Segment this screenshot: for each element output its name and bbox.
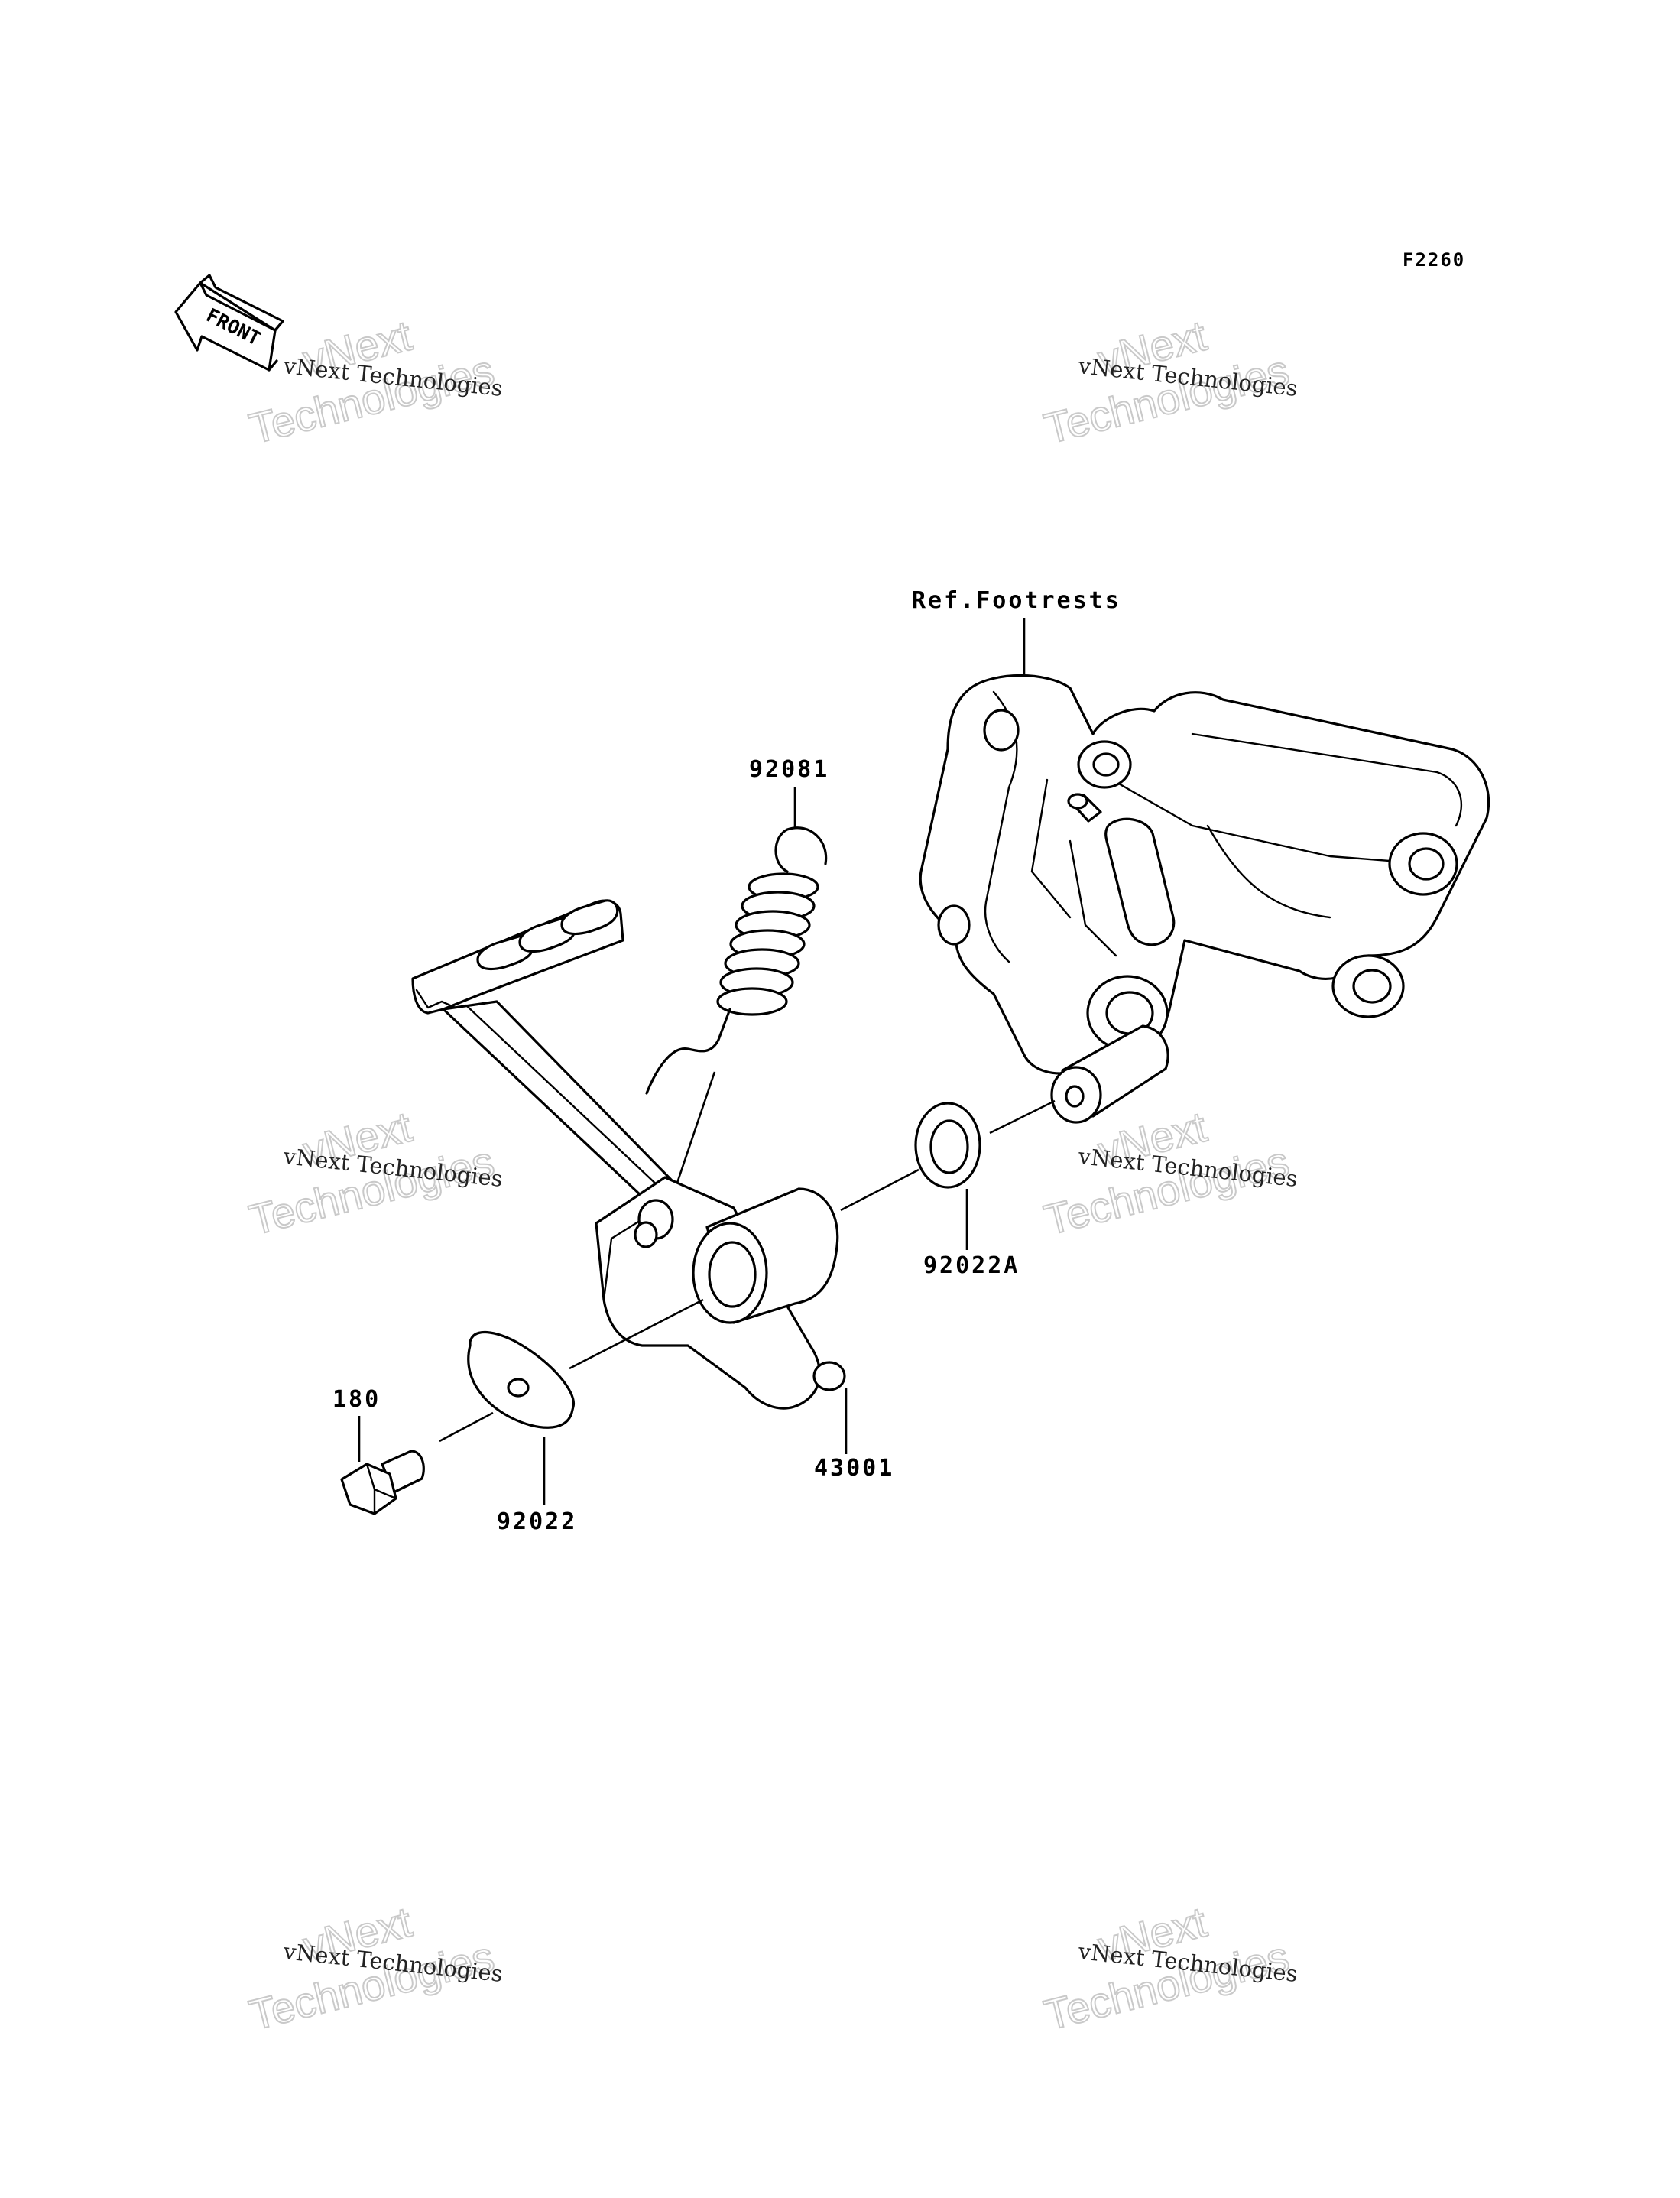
callout-washer-a: 92022A <box>923 1252 1020 1279</box>
brake-pedal <box>411 899 846 1410</box>
bolt <box>340 1450 425 1515</box>
leader-spring-lower <box>671 1071 716 1197</box>
assembly-line-upper <box>840 1168 919 1212</box>
callout-bolt: 180 <box>332 1386 381 1413</box>
callout-ref-footrests: Ref.Footrests <box>912 587 1121 614</box>
assembly-line-bolt <box>439 1411 494 1443</box>
front-arrow-icon: FRONT <box>174 274 284 372</box>
washer-a <box>914 1102 981 1189</box>
footrest-bracket <box>919 674 1490 1124</box>
return-spring <box>645 826 828 1095</box>
figure-id: F2260 <box>1403 249 1465 271</box>
assembly-line-shaft <box>989 1099 1056 1135</box>
washer <box>467 1330 576 1429</box>
callout-pedal: 43001 <box>814 1455 894 1482</box>
assembly-line-lower <box>569 1298 704 1370</box>
callout-spring: 92081 <box>749 756 829 783</box>
callout-washer: 92022 <box>497 1508 577 1535</box>
